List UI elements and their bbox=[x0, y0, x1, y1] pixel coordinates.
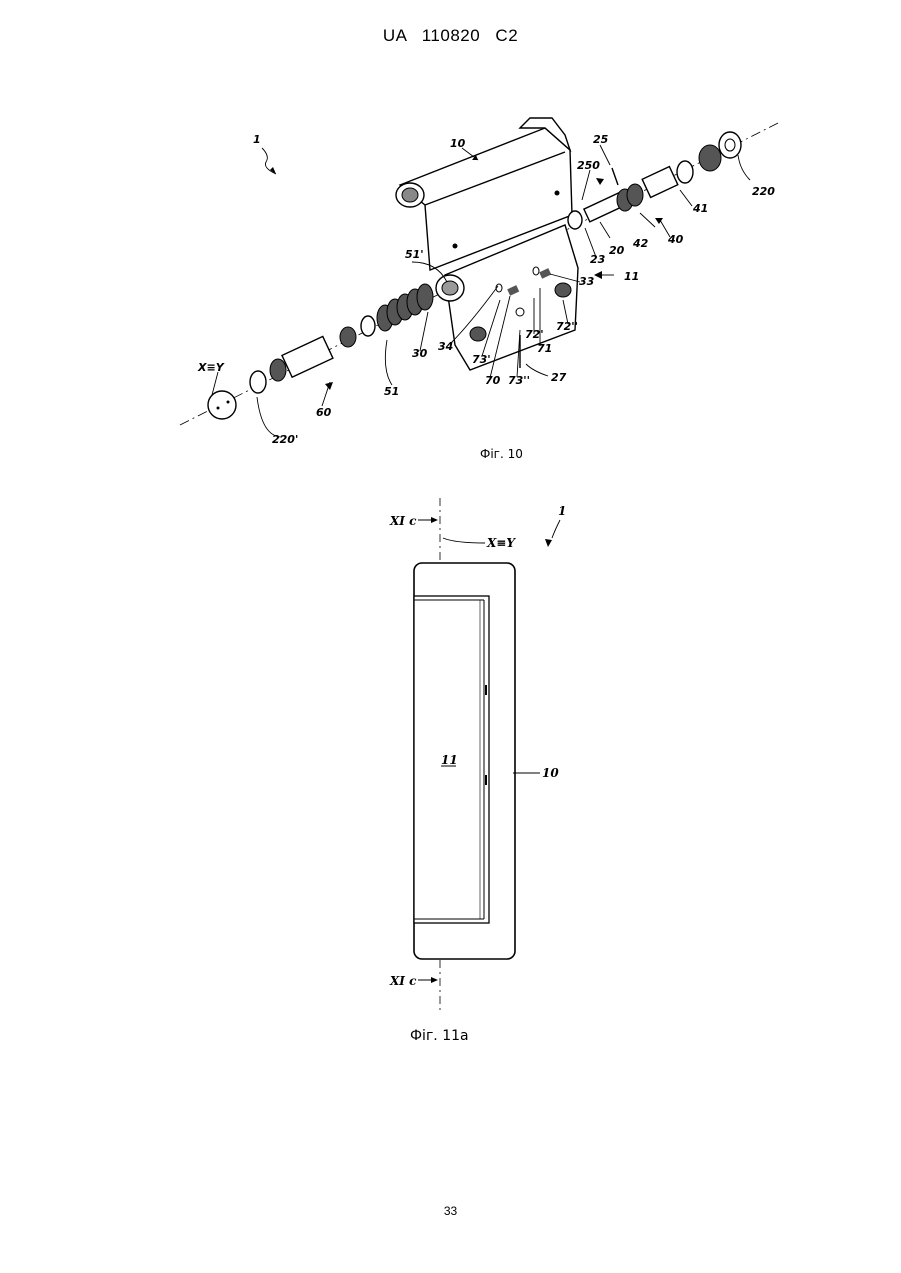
label-10-11a: 10 bbox=[542, 766, 559, 780]
label-section-xic-top: XI c bbox=[389, 514, 417, 528]
figure-11a-drawing: XI c X≡Y 1 11 10 XI c bbox=[0, 0, 901, 1030]
figure-11a-caption: Фіг. 11a bbox=[410, 1028, 469, 1044]
page-number: 33 bbox=[0, 1204, 901, 1218]
label-1-11a: 1 bbox=[558, 504, 566, 518]
label-axis-xy-11a: X≡Y bbox=[486, 536, 516, 550]
label-section-xic-bottom: XI c bbox=[389, 974, 417, 988]
label-11-11a: 11 bbox=[441, 753, 458, 767]
